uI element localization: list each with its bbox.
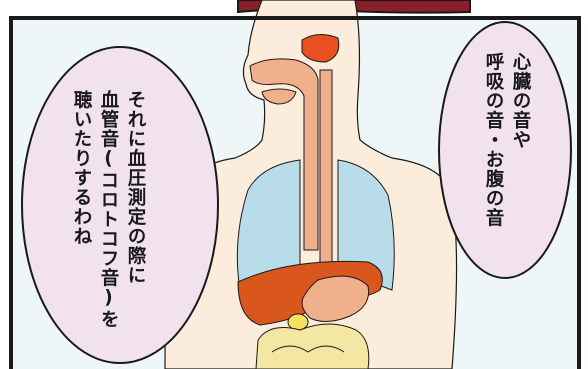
gallbladder (287, 313, 309, 331)
stomach (301, 275, 370, 322)
left-bubble-text: それに血圧測定の際に 血管音(コロトコフ音)を 聴いたりするわね (68, 90, 149, 329)
left-speech-bubble (21, 46, 219, 364)
tongue (261, 88, 297, 105)
intestines (255, 323, 370, 369)
right-speech-bubble (438, 21, 572, 279)
left-bubble-line-1: それに血圧測定の際に (125, 90, 146, 285)
left-lung (236, 159, 301, 291)
right-lung (337, 159, 395, 291)
nasal-cavity (301, 34, 340, 63)
left-bubble-line-2: 血管音(コロトコフ音)を (98, 90, 119, 329)
left-bubble-line-3: 聴いたりするわね (71, 90, 92, 246)
trachea (319, 69, 333, 271)
intestine-fold (271, 345, 345, 353)
right-bubble-line-1: 心臓の音や (510, 52, 531, 150)
panel-border (9, 16, 581, 369)
throat-area (249, 58, 319, 251)
right-bubble-text: 心臓の音や 呼吸の音・お腹の音 (480, 52, 534, 228)
right-bubble-line-2: 呼吸の音・お腹の音 (483, 52, 504, 228)
